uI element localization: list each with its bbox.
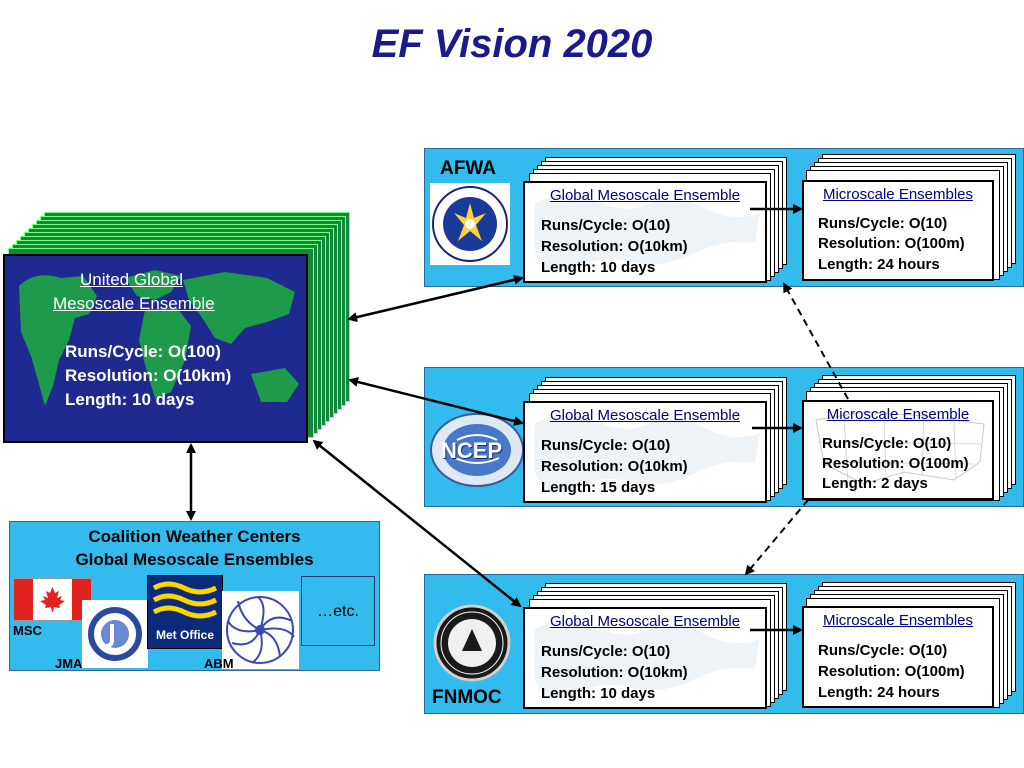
fnmoc-global-resolution: Resolution: O(10km) [541,664,688,681]
fnmoc-emblem-icon [432,603,512,683]
jma-logo-icon [82,600,148,668]
afwa-global-card: Global Mesoscale Ensemble Runs/Cycle: O(… [523,181,767,283]
fnmoc-micro-runs: Runs/Cycle: O(10) [818,642,948,659]
ncep-micro-runs: Runs/Cycle: O(10) [822,435,952,452]
afwa-ncep-dashed-arrow [783,282,849,400]
abm-label: ABM [204,656,234,671]
ncep-micro-length: Length: 2 days [822,475,928,492]
ncep-link-arrow [348,377,524,426]
coalition-title-line2: Global Mesoscale Ensembles [75,550,314,569]
afwa-micro-runs: Runs/Cycle: O(10) [818,215,948,232]
fnmoc-micro-card: Microscale Ensembles Runs/Cycle: O(10) R… [802,606,994,708]
afwa-micro-length: Length: 24 hours [818,256,940,273]
slide-title: EF Vision 2020 [371,22,653,66]
ncep-micro-card: Microscale Ensemble Runs/Cycle: O(10) Re… [802,400,994,500]
ncep-micro-title: Microscale Ensemble [826,406,970,423]
afwa-label: AFWA [440,158,496,179]
fnmoc-micro-length: Length: 24 hours [818,684,940,701]
fnmoc-global-length: Length: 10 days [541,685,656,702]
united-length: Length: 10 days [65,390,195,409]
fnmoc-global-title: Global Mesoscale Ensemble [549,613,741,630]
united-card: United Global Mesoscale Ensemble Runs/Cy… [3,254,308,443]
united-resolution: Resolution: O(10km) [65,366,232,385]
fnmoc-global-runs: Runs/Cycle: O(10) [541,643,671,660]
ncep-global-resolution: Resolution: O(10km) [541,458,688,475]
ncep-global-card: Global Mesoscale Ensemble Runs/Cycle: O(… [523,401,767,503]
afwa-global-title: Global Mesoscale Ensemble [549,187,741,204]
ncep-micro-resolution: Resolution: O(100m) [822,455,969,472]
fnmoc-global-card: Global Mesoscale Ensemble Runs/Cycle: O(… [523,607,767,709]
afwa-emblem-icon [430,183,510,265]
afwa-micro-resolution: Resolution: O(100m) [818,235,965,252]
fnmoc-micro-resolution: Resolution: O(100m) [818,663,965,680]
fnmoc-label: FNMOC [432,687,502,708]
afwa-micro-title: Microscale Ensembles [822,186,974,203]
msc-label: MSC [13,623,42,638]
united-title-line1: United Global [80,270,184,289]
ncep-global-runs: Runs/Cycle: O(10) [541,437,671,454]
afwa-micro-card: Microscale Ensembles Runs/Cycle: O(10) R… [802,180,994,281]
united-runs: Runs/Cycle: O(100) [65,342,221,361]
canada-flag-icon [13,578,92,621]
fnmoc-link-arrow [312,439,522,608]
afwa-global-runs: Runs/Cycle: O(10) [541,217,671,234]
ncep-global-title: Global Mesoscale Ensemble [549,407,741,424]
ncep-global-length: Length: 15 days [541,479,656,496]
abm-logo-icon [222,591,299,669]
world-map-icon [19,270,299,406]
fnmoc-micro-title: Microscale Ensembles [822,612,974,629]
coalition-title-line1: Coalition Weather Centers [88,527,301,546]
ncep-fnmoc-dashed-arrow [744,499,809,576]
afwa-link-arrow [347,274,524,323]
jma-label: JMA [55,656,83,671]
united-title-line2: Mesoscale Ensemble [53,294,215,313]
afwa-global-resolution: Resolution: O(10km) [541,238,688,255]
met-office-label: Met Office [155,628,214,642]
afwa-global-length: Length: 10 days [541,259,656,276]
